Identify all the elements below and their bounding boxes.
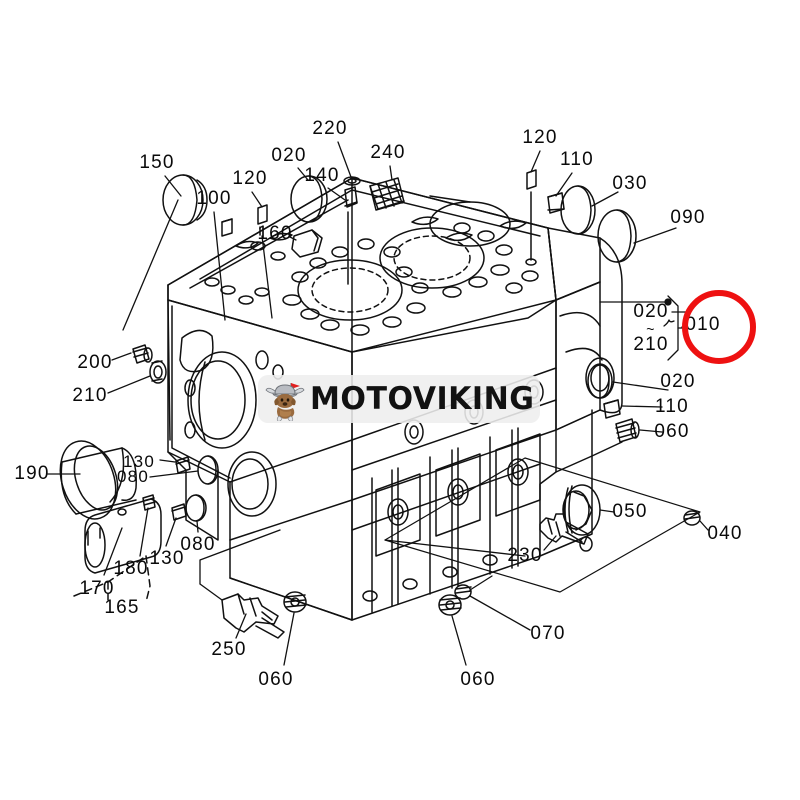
callout-230: 230 xyxy=(507,545,543,566)
callout-060-bottom-left: 060 xyxy=(258,669,294,690)
callout-020-right: 020 xyxy=(660,371,696,392)
callout-150: 150 xyxy=(139,152,175,173)
callout-120-right: 120 xyxy=(522,127,558,148)
callout-220: 220 xyxy=(312,118,348,139)
callout-060-right: 060 xyxy=(654,421,690,442)
brace-tilde: ~ xyxy=(646,321,656,337)
callout-070: 070 xyxy=(530,623,566,644)
callout-100: 100 xyxy=(196,188,232,209)
red-circle-highlight xyxy=(682,290,756,364)
callout-210: 210 xyxy=(72,385,108,406)
watermark-text: MOTOVIKING xyxy=(310,380,535,417)
callout-080-lower: 080 xyxy=(180,534,216,555)
callout-040: 040 xyxy=(707,523,743,544)
callout-165: 165 xyxy=(104,597,140,618)
callout-250: 250 xyxy=(211,639,247,660)
callout-020-top: 020 xyxy=(271,145,307,166)
viking-dog-mascot-icon xyxy=(264,377,308,422)
callout-130-upper: 130 xyxy=(123,452,155,471)
watermark: MOTOVIKING xyxy=(258,375,540,423)
callout-240: 240 xyxy=(370,142,406,163)
callout-030: 030 xyxy=(612,173,648,194)
callout-050: 050 xyxy=(612,501,648,522)
callout-130-lower: 130 xyxy=(149,548,185,569)
callout-140: 140 xyxy=(304,165,340,186)
callout-190: 190 xyxy=(14,463,50,484)
callout-200: 200 xyxy=(77,352,113,373)
callout-110-top: 110 xyxy=(560,149,594,170)
callout-180: 180 xyxy=(113,558,149,579)
callout-160: 160 xyxy=(257,223,293,244)
callout-170: 170 xyxy=(79,578,115,599)
callout-120-left: 120 xyxy=(232,168,268,189)
callout-060-bottom-right: 060 xyxy=(460,669,496,690)
callout-080-upper: 080 xyxy=(117,467,149,486)
callout-110-right: 110 xyxy=(655,396,689,417)
callout-210-brace-bottom: 210 xyxy=(633,334,669,355)
callout-020-brace-top: 020 xyxy=(633,301,669,322)
callout-090: 090 xyxy=(670,207,706,228)
